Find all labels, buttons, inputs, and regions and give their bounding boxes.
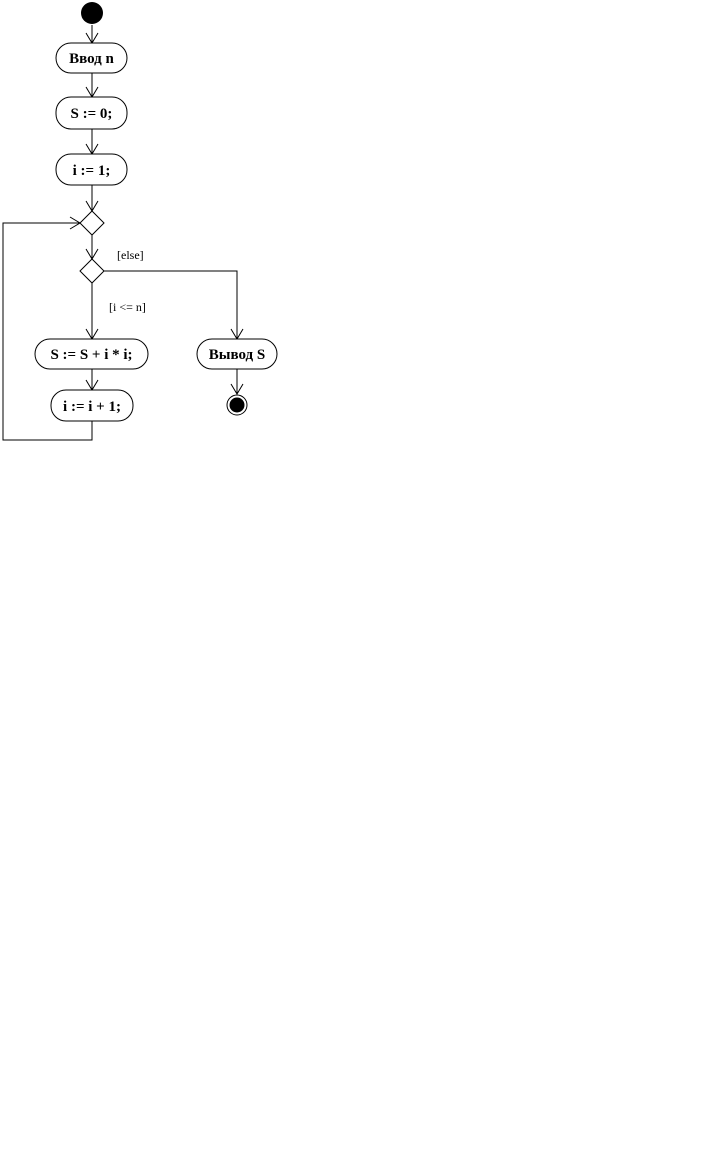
action-input-n-shape (55, 42, 128, 74)
initial-node (81, 2, 103, 24)
action-init-i-label: i := 1; (73, 163, 111, 179)
arrow-head-end (230, 383, 244, 395)
action-output-s-label: Вывод S (209, 347, 265, 363)
action-output-s: Вывод S (196, 338, 278, 370)
action-accumulate-label: S := S + i * i; (50, 347, 132, 363)
action-input-n-label: Ввод n (69, 51, 114, 67)
action-init-s-shape (55, 96, 128, 130)
guard-else: [else] (117, 248, 144, 262)
action-accumulate-shape (34, 338, 149, 370)
decision-node (79, 258, 105, 284)
action-init-i: i := 1; (55, 153, 128, 186)
edge-decision-else-to-output (104, 270, 238, 339)
action-accumulate: S := S + i * i; (34, 338, 149, 370)
action-increment-shape (50, 389, 134, 422)
final-node-core (229, 397, 245, 413)
action-init-i-shape (55, 153, 128, 186)
guard-loop-condition: [i <= n] (109, 300, 146, 314)
action-output-s-shape (196, 338, 278, 370)
action-input-n: Ввод n (55, 42, 128, 74)
action-init-s-label: S := 0; (71, 106, 113, 122)
final-node (226, 394, 248, 416)
edges (2, 25, 238, 441)
edge-loop-back (2, 222, 93, 441)
merge-node (79, 210, 105, 236)
action-increment-label: i := i + 1; (63, 399, 121, 415)
action-init-s: S := 0; (55, 96, 128, 130)
action-increment: i := i + 1; (50, 389, 134, 422)
